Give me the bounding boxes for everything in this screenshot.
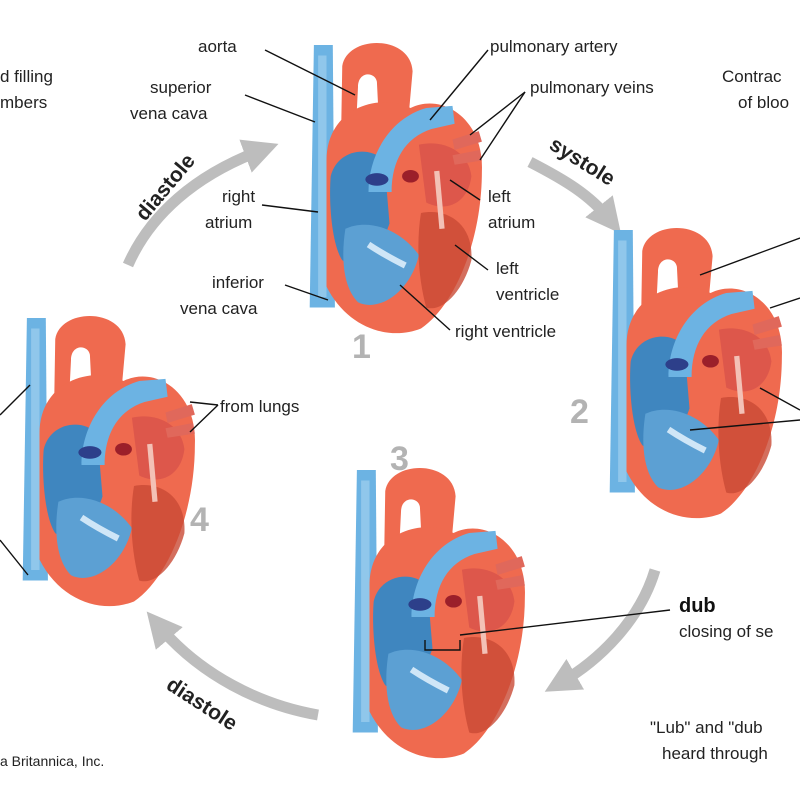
label-pulmonary-artery: pulmonary artery — [490, 37, 618, 56]
heart-illustration-2 — [610, 228, 782, 518]
label-superior-vena-cava-1: superior — [150, 78, 212, 97]
label-right-atrium-2: atrium — [205, 213, 252, 232]
step-number-1: 1 — [352, 328, 371, 366]
label-superior-vena-cava-2: vena cava — [130, 104, 208, 123]
step-number-3: 3 — [390, 440, 409, 478]
label-inferior-vena-cava-1: inferior — [212, 273, 264, 292]
leader-heart4-left-a — [0, 384, 31, 416]
arrow-2-to-3 — [544, 568, 661, 692]
label-top-right-1: Contrac — [722, 67, 782, 86]
heart-illustration-4 — [23, 316, 195, 606]
leader-heart2-pulmonary — [769, 297, 800, 309]
label-dub-description: closing of se — [679, 622, 774, 641]
leader-right-ventricle — [399, 284, 451, 331]
arrow-3-to-4 — [146, 611, 319, 721]
leader-pulmonary-veins-b — [479, 91, 526, 161]
step-number-4: 4 — [190, 501, 209, 539]
label-left-atrium-1: left — [488, 187, 511, 206]
leader-heart4-left-b — [0, 539, 29, 576]
leader-aorta — [264, 49, 356, 96]
label-right-ventricle: right ventricle — [455, 322, 556, 341]
label-pulmonary-veins: pulmonary veins — [530, 78, 654, 97]
label-inferior-vena-cava-2: vena cava — [180, 299, 258, 318]
leader-pulmonary-veins-a — [469, 91, 526, 136]
leader-superior-vena-cava — [244, 94, 316, 123]
label-left-atrium-2: atrium — [488, 213, 535, 232]
copyright-text: a Britannica, Inc. — [0, 753, 104, 769]
label-top-left-2: mbers — [0, 93, 47, 112]
label-dub: dub — [679, 595, 716, 617]
heart-illustration-3 — [353, 468, 525, 758]
label-lub-dub-1: "Lub" and "dub — [650, 718, 763, 737]
step-number-2: 2 — [570, 393, 589, 431]
leader-left-ventricle — [454, 244, 489, 271]
leader-heart2-aorta — [699, 237, 800, 276]
arrow-4-to-1 — [122, 139, 279, 268]
leader-from-lungs-a — [189, 401, 219, 406]
label-from-lungs: from lungs — [220, 397, 299, 416]
label-top-right-2: of bloo — [738, 93, 789, 112]
label-right-atrium-1: right — [222, 187, 255, 206]
leader-inferior-vena-cava — [284, 284, 329, 301]
leader-left-atrium — [449, 179, 481, 201]
leader-dub-bracket — [424, 640, 461, 651]
leader-pulmonary-artery — [429, 49, 489, 121]
label-lub-dub-2: heard through — [662, 744, 768, 763]
leader-heart2-valves-b — [689, 419, 800, 431]
label-aorta: aorta — [198, 37, 237, 56]
label-top-left-1: d filling — [0, 67, 53, 86]
leader-right-atrium — [261, 204, 319, 213]
leader-dub — [459, 609, 671, 636]
label-left-ventricle-1: left — [496, 259, 519, 278]
label-left-ventricle-2: ventricle — [496, 285, 559, 304]
arrow-1-to-2 — [527, 157, 621, 234]
leader-from-lungs-b — [189, 404, 219, 433]
heart-illustration-1 — [310, 43, 482, 333]
leader-heart2-valves-a — [759, 387, 800, 411]
